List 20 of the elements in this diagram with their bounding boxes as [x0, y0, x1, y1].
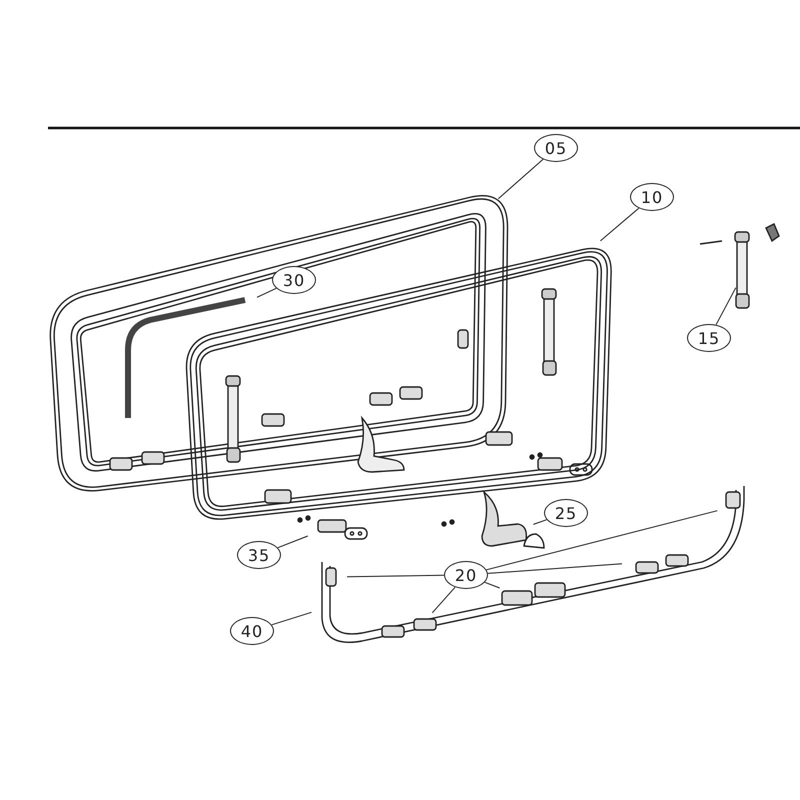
callout-number: 20: [444, 561, 488, 589]
leader-line: [277, 536, 308, 548]
leader-line: [716, 287, 736, 326]
callout-number: 10: [630, 183, 674, 211]
leader-line: [498, 158, 544, 200]
leader-line: [532, 519, 548, 525]
callout-number: 05: [534, 134, 578, 162]
leader-line: [486, 510, 718, 570]
callout-number: 35: [237, 541, 281, 569]
leader-line: [600, 208, 640, 242]
leader-line: [484, 582, 500, 588]
leader-line: [256, 288, 277, 298]
callout-number: 40: [230, 617, 274, 645]
leader-line: [487, 563, 622, 574]
leader-line: [432, 586, 456, 614]
leader-line: [271, 612, 312, 626]
callout-number: 25: [544, 499, 588, 527]
leader-line: [346, 574, 444, 578]
callout-number: 15: [687, 324, 731, 352]
callout-number: 30: [272, 266, 316, 294]
